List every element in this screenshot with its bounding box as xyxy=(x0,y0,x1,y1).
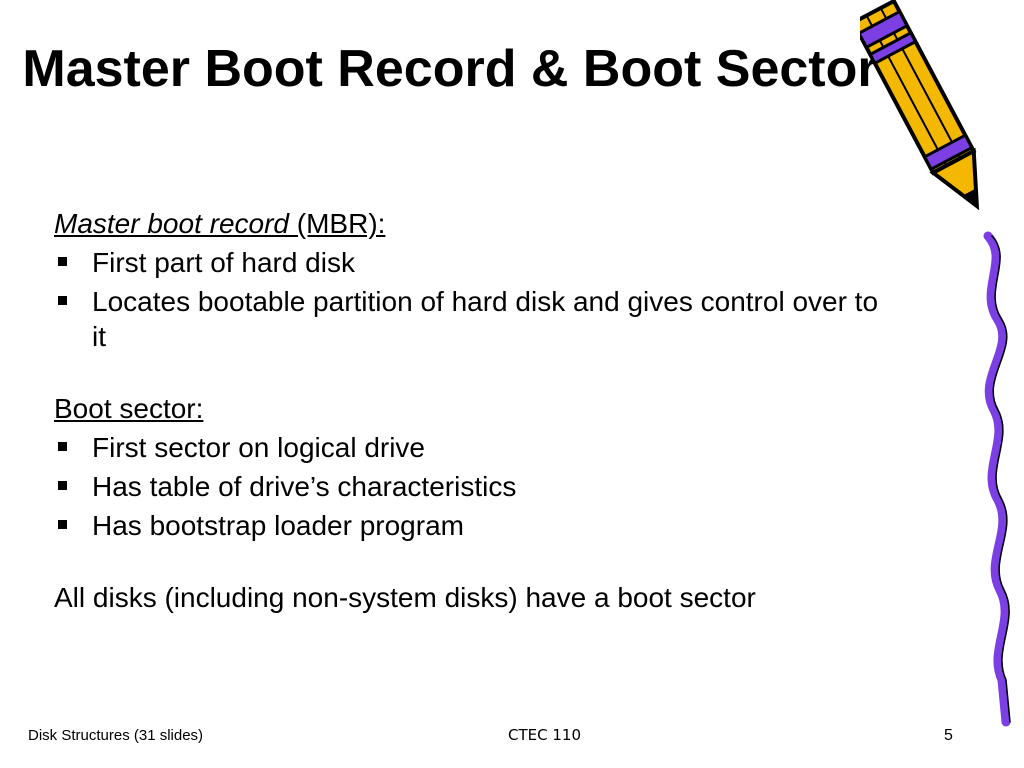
boot-sector-heading: Boot sector: xyxy=(54,393,204,424)
bullet-text: First part of hard disk xyxy=(92,247,355,278)
pencil-icon xyxy=(860,0,1011,727)
mbr-bullet-list: First part of hard disk Locates bootable… xyxy=(54,245,894,354)
list-item: First part of hard disk xyxy=(54,245,894,280)
mbr-heading: Master boot record (MBR): xyxy=(54,206,894,241)
footer-presentation-title: Disk Structures (31 slides) xyxy=(28,727,204,744)
boot-sector-bullet-list: First sector on logical drive Has table … xyxy=(54,430,894,543)
bullet-marker xyxy=(58,296,67,305)
list-item: Has bootstrap loader program xyxy=(54,508,894,543)
bullet-marker xyxy=(58,520,67,529)
slide-number: 5 xyxy=(944,727,953,744)
list-item: First sector on logical drive xyxy=(54,430,894,465)
bullet-marker xyxy=(58,481,67,490)
spacer xyxy=(54,547,894,580)
bullet-text: First sector on logical drive xyxy=(92,432,426,463)
list-item: Locates bootable partition of hard disk … xyxy=(54,284,894,354)
slide-title: Master Boot Record & Boot Sector xyxy=(22,40,878,98)
bullet-marker xyxy=(58,442,67,451)
bullet-marker xyxy=(58,257,67,266)
bullet-text: Has bootstrap loader program xyxy=(92,510,464,541)
mbr-heading-abbr: (MBR): xyxy=(289,208,386,239)
closing-statement: All disks (including non-system disks) h… xyxy=(54,582,756,613)
mbr-heading-term: Master boot record xyxy=(54,208,289,239)
wavy-line xyxy=(983,231,1011,727)
spacer xyxy=(54,358,894,391)
slide-content: Master boot record (MBR): First part of … xyxy=(54,206,894,615)
list-item: Has table of drive’s characteristics xyxy=(54,469,894,504)
bullet-text: Has table of drive’s characteristics xyxy=(92,471,517,502)
pencil-body xyxy=(860,0,980,211)
bullet-text: Locates bootable partition of hard disk … xyxy=(92,286,879,352)
footer-course-code: CTEC 110 xyxy=(508,726,581,744)
